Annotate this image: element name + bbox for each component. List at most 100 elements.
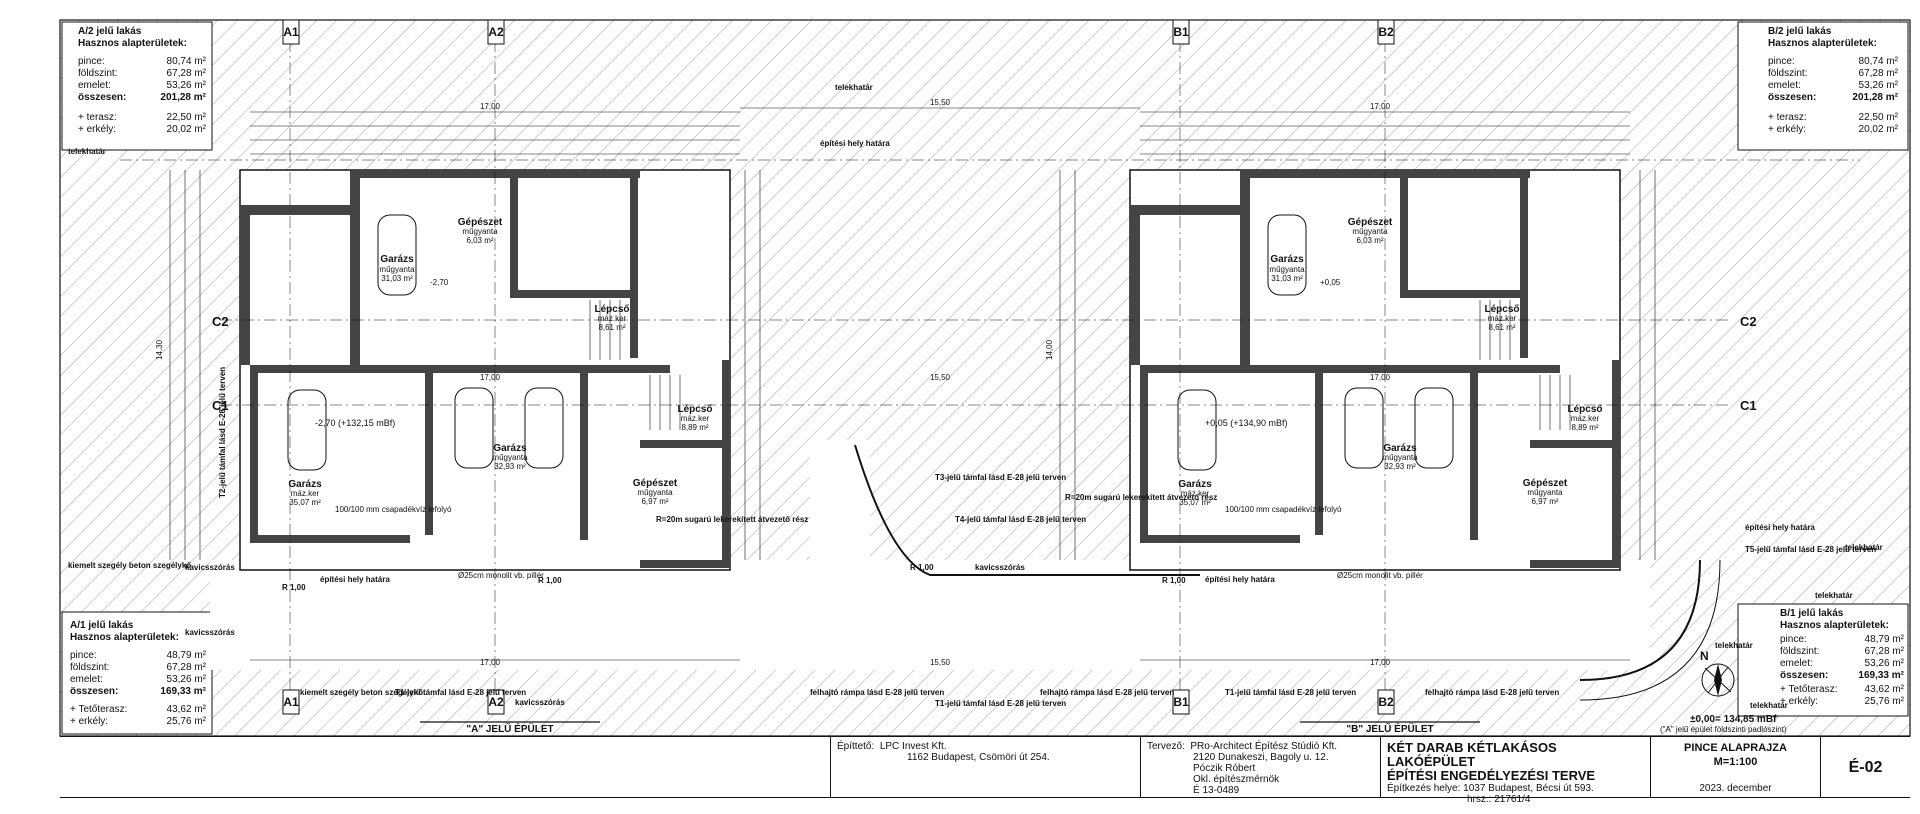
room-gepeszet-a-bottom: Gépészet <box>633 478 678 489</box>
room-garazs-b-top: Garázs <box>1270 254 1304 265</box>
svg-text:műgyanta: műgyanta <box>1382 453 1418 462</box>
area-panel-a1 <box>61 611 213 735</box>
level-b-main: +0,05 (+134,90 mBf) <box>1205 418 1288 428</box>
dim-total-b: 17,00 <box>1370 102 1391 111</box>
zero-level: ±0,00= 134,85 mBf <box>1690 714 1777 725</box>
dim-inner-a: 17,00 <box>480 373 501 382</box>
room-lepcso-a-bottom: Lépcső <box>677 404 712 415</box>
title-block-blank <box>60 737 830 797</box>
area-a2-subtitle: Hasznos alapterületek: <box>78 38 187 49</box>
svg-text:32,93 m²: 32,93 m² <box>494 462 526 471</box>
area-a2-title: A/2 jelű lakás <box>78 26 142 37</box>
note-ramp-a: felhajtó rámpa lásd E-28 jelű terven <box>810 688 944 697</box>
note-r100-mid: R 1,00 <box>910 563 934 572</box>
area-panel-b1 <box>1737 603 1909 717</box>
area-box-b2: B/2 jelű lakás Hasznos alapterületek: pi… <box>1768 26 1898 135</box>
note-t5: T5-jelű támfal lásd E-28 jelű terven <box>1745 545 1876 554</box>
dim-bottom-b: 17,00 <box>1370 658 1391 667</box>
svg-text:8,61 m²: 8,61 m² <box>598 323 625 332</box>
room-lepcso-a-top: Lépcső <box>594 304 629 315</box>
designer-role: Okl. építészmérnök <box>1193 774 1280 785</box>
dim-height-b: 14,00 <box>1045 339 1054 360</box>
svg-text:31,03 m²: 31,03 m² <box>381 274 413 283</box>
note-piller-a: Ø25cm monolit vb. pillér <box>458 571 544 580</box>
label-telekhatar-bottom: telekhatár <box>1750 701 1788 710</box>
building-a-label: "A" JELŰ ÉPÜLET <box>466 722 553 735</box>
note-piller-b: Ø25cm monolit vb. pillér <box>1337 571 1423 580</box>
svg-text:máz.ker: máz.ker <box>1488 314 1517 323</box>
note-csapadek-b: 100/100 mm csapadékvíz lefolyó <box>1225 505 1342 514</box>
svg-text:máz.ker: máz.ker <box>1571 414 1600 423</box>
area-panel-a2 <box>61 21 213 151</box>
axis-c1-left: C1 <box>212 398 229 413</box>
area-a1-title: A/1 jelű lakás <box>70 620 134 631</box>
label-epitesi-hely-right: építési hely határa <box>1745 523 1815 532</box>
title-block-sheet: PINCE ALAPRAJZA M=1:100 2023. december <box>1650 737 1820 797</box>
svg-text:műgyanta: műgyanta <box>462 227 498 236</box>
area-box-b1: B/1 jelű lakás Hasznos alapterületek: pi… <box>1780 608 1904 707</box>
svg-text:máz.ker: máz.ker <box>291 489 320 498</box>
sheet-title: PINCE ALAPRAJZA <box>1684 742 1787 754</box>
ramp-wall-curve <box>854 444 1200 576</box>
svg-text:6,97 m²: 6,97 m² <box>641 497 668 506</box>
dim-gap-bottom: 15,50 <box>930 658 951 667</box>
building-a <box>239 169 731 571</box>
room-garazs-a-top: Garázs <box>380 254 414 265</box>
level-b-top: +0,05 <box>1320 278 1341 287</box>
svg-text:N: N <box>1700 649 1709 663</box>
area-box-a2: A/2 jelű lakás Hasznos alapterületek: pi… <box>78 26 206 135</box>
dim-total-a: 17,00 <box>480 102 501 111</box>
owner-address: 1162 Budapest, Csömöri út 254. <box>907 752 1050 763</box>
dim-inner-b: 17,00 <box>1370 373 1391 382</box>
axis-a1-bottom: A1 <box>283 695 299 709</box>
room-lepcso-b-top: Lépcső <box>1484 304 1519 315</box>
label-telekhatar-right: telekhatár <box>1845 543 1883 552</box>
svg-text:6,03 m²: 6,03 m² <box>1356 236 1383 245</box>
note-kavics-mid: kavicsszórás <box>975 563 1025 572</box>
axis-b2-bottom: B2 <box>1378 695 1394 709</box>
note-csapadek-a: 100/100 mm csapadékvíz lefolyó <box>335 505 452 514</box>
note-szegely-a2: kiemelt szegély beton szegélykő <box>300 688 423 697</box>
room-lepcso-b-bottom: Lépcső <box>1567 404 1602 415</box>
axis-b1-bottom: B1 <box>1173 695 1189 709</box>
svg-text:35,07 m²: 35,07 m² <box>289 498 321 507</box>
area-b1-title: B/1 jelű lakás <box>1780 608 1844 619</box>
building-b <box>1129 169 1621 571</box>
title-block-number: É-02 <box>1820 737 1910 797</box>
dim-height-a: 14,30 <box>155 339 164 360</box>
sheet-number: É-02 <box>1848 758 1883 776</box>
designer-id: É 13-0489 <box>1193 785 1240 796</box>
note-r100-a: R 1,00 <box>282 583 306 592</box>
note-ramp-b: felhajtó rámpa lásd E-28 jelű terven <box>1425 688 1559 697</box>
room-garazs-a-left: Garázs <box>288 479 322 490</box>
axis-lines <box>120 40 1860 710</box>
level-a-main: -2,70 (+132,15 mBf) <box>315 418 395 428</box>
building-b-label: "B" JELŰ ÉPÜLET <box>1346 722 1433 735</box>
axis-c2-left: C2 <box>212 314 229 329</box>
svg-text:műgyanta: műgyanta <box>1352 227 1388 236</box>
sheet-scale: M=1:100 <box>1713 756 1758 768</box>
note-radius-a: R=20m sugarú lekerekített átvezető rész <box>656 515 808 524</box>
note-t2: T2-jelű támfal lásd E-28 jelű terven <box>218 367 227 498</box>
axis-b1-top: B1 <box>1173 25 1189 39</box>
note-szegely-a: kiemelt szegély beton szegélykő <box>68 561 191 570</box>
room-garazs-b-left: Garázs <box>1178 479 1212 490</box>
designer-address: 2120 Dunakeszi, Bagoly u. 12. <box>1193 752 1329 763</box>
driveway-area <box>210 560 1650 670</box>
dimension-lines <box>169 107 1656 661</box>
svg-text:máz.ker: máz.ker <box>598 314 627 323</box>
title-block-owner: Építtető: LPC Invest Kft. 1162 Budapest,… <box>830 737 1140 797</box>
owner-name: LPC Invest Kft. <box>879 741 947 752</box>
note-t1-mid: T1-jelű támfal lásd E-28 jelű terven <box>935 699 1066 708</box>
svg-text:műgyanta: műgyanta <box>492 453 528 462</box>
project-title-1: KÉT DARAB KÉTLAKÁSOS LAKÓÉPÜLET <box>1387 740 1557 769</box>
note-kavics-a2: kavicsszórás <box>185 628 235 637</box>
note-r100-a2: R 1,00 <box>538 576 562 585</box>
area-b2-subtitle: Hasznos alapterületek: <box>1768 38 1877 49</box>
axis-a1-top: A1 <box>283 25 299 39</box>
svg-text:műgyanta: műgyanta <box>637 488 673 497</box>
designer-name: PRo-Architect Építész Stúdió Kft. <box>1190 741 1338 752</box>
label-epitesi-hely-a: építési hely határa <box>320 575 390 584</box>
note-radius-b: R=20m sugarú lekerekített átvezető rész <box>1065 493 1217 502</box>
ramp-gap <box>810 440 870 640</box>
